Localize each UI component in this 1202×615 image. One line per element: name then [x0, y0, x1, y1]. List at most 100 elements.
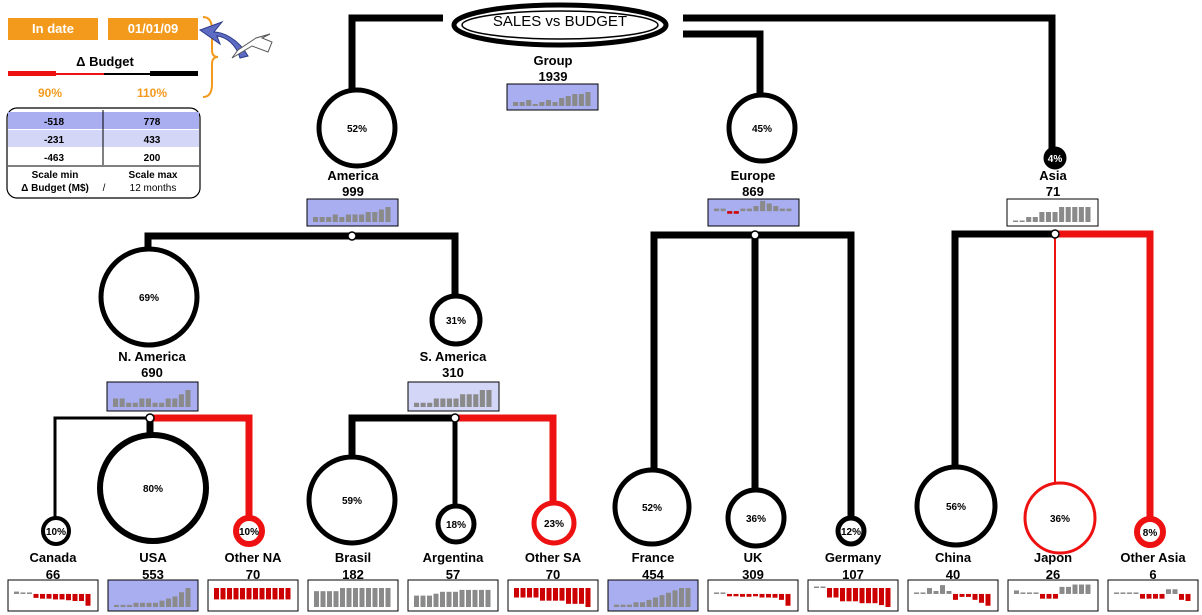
connector-samerica-othersa — [455, 414, 557, 505]
other-asia-share-circle — [1134, 516, 1166, 548]
sparkline-bar — [359, 588, 365, 607]
connector-america-namerica — [144, 232, 352, 247]
other-sa-sparkline — [507, 579, 599, 612]
scale-min-caption: Scale min — [31, 170, 79, 181]
scale-table — [6, 107, 201, 199]
sparkline-bar — [365, 212, 371, 222]
canada-share-circle — [41, 516, 71, 546]
pointing-hand-icon[interactable] — [231, 33, 273, 59]
germany-sparkline — [807, 579, 899, 612]
sparkline-bar — [814, 586, 819, 588]
germany-name: Germany — [825, 550, 882, 565]
sparkline-bar — [46, 593, 52, 599]
n-america-share-circle — [98, 246, 200, 348]
sparkline-bar — [59, 593, 65, 600]
sparkline-bar — [185, 390, 191, 407]
sparkline-bar — [759, 593, 765, 598]
sparkline-bar — [279, 588, 284, 600]
sparkline-bar — [440, 398, 446, 407]
connector-namerica-othernа — [150, 414, 253, 518]
sparkline-bar — [566, 588, 571, 604]
asia-sparkline — [1006, 198, 1099, 227]
sparkline-bar — [1185, 593, 1191, 602]
sparkline-bar — [914, 592, 919, 594]
junction-dot — [347, 231, 357, 241]
scale-min-subcaption: Δ Budget (M$) — [21, 183, 89, 194]
sparkline-bar — [139, 398, 145, 407]
scale-max-value: 778 — [144, 117, 161, 128]
sparkline-bar — [446, 398, 452, 407]
sparkline-bar — [840, 588, 845, 602]
sparkline-bar — [1146, 593, 1152, 599]
s-america-value: 310 — [442, 365, 464, 380]
sparkline-bar — [585, 588, 591, 607]
in-date-label: In date — [8, 18, 98, 40]
sparkline-bar — [714, 208, 720, 212]
brasil-share-pct: 59% — [342, 496, 362, 507]
diagram-title: SALES vs BUDGET — [492, 13, 628, 30]
america-name: America — [327, 168, 379, 183]
sparkline-bar — [345, 214, 351, 222]
sparkline-bar — [1066, 586, 1071, 594]
sparkline-bar — [459, 589, 465, 607]
sparkline-bar — [552, 102, 558, 106]
scale-max-subcaption: 12 months — [129, 183, 177, 194]
sparkline-bar — [646, 599, 652, 607]
sparkline-bar — [246, 588, 252, 600]
sparkline-bar — [385, 207, 391, 222]
date-field[interactable]: 01/01/09 — [108, 18, 198, 40]
junction-dot — [145, 413, 155, 423]
sparkline-bar — [165, 398, 171, 407]
argentina-name: Argentina — [423, 550, 484, 565]
legend-scale-black-thin — [104, 73, 150, 75]
sparkline-bar — [1039, 212, 1045, 222]
sparkline-bar — [172, 398, 178, 407]
sparkline-bar — [666, 592, 671, 607]
canada-share-pct: 10% — [46, 527, 66, 538]
sparkline-bar — [1046, 593, 1052, 599]
sparkline-bar — [545, 100, 551, 106]
sparkline-bar — [120, 604, 126, 607]
other-sa-share-pct: 23% — [544, 519, 564, 530]
other-asia-sparkline — [1107, 579, 1199, 612]
sparkline-bar — [66, 593, 71, 601]
france-name: France — [632, 550, 675, 565]
sparkline-bar — [72, 593, 78, 602]
sparkline-bar — [479, 390, 485, 407]
sparkline-bar — [479, 589, 484, 607]
sparkline-bar — [385, 588, 391, 607]
sparkline-bar — [1140, 593, 1145, 599]
sparkline-bar — [1053, 593, 1058, 599]
sparkline-bar — [420, 595, 426, 607]
sparkline-bar — [620, 604, 626, 607]
sparkline-bar — [378, 209, 384, 222]
sparkline-bar — [172, 596, 178, 607]
sparkline-bar — [1078, 207, 1084, 222]
japon-value: 26 — [1046, 567, 1060, 582]
sparkline-bar — [1020, 592, 1026, 594]
sparkline-bar — [685, 588, 691, 607]
sparkline-bar — [533, 588, 539, 598]
sparkline-bar — [145, 398, 151, 407]
sparkline-frame — [707, 198, 800, 227]
curved-arrow-icon[interactable] — [198, 20, 249, 59]
connector-asia-otherasia — [1055, 230, 1154, 520]
scale-min-value: -231 — [44, 135, 64, 146]
sparkline-bar — [953, 593, 958, 600]
other-na-share-pct: 10% — [239, 527, 259, 538]
uk-share-circle — [725, 487, 787, 549]
sparkline-bar — [779, 593, 784, 600]
sparkline-bar — [786, 208, 792, 212]
france-sparkline — [607, 579, 699, 612]
europe-value: 869 — [742, 184, 764, 199]
sparkline-bar — [614, 604, 619, 607]
sparkline-bar — [1079, 584, 1084, 594]
sparkline-bar — [20, 592, 26, 594]
connector-asia-china — [951, 230, 1055, 466]
canada-name: Canada — [30, 550, 78, 565]
sparkline-bar — [966, 593, 971, 597]
sparkline-bar — [152, 402, 158, 407]
europe-share-pct: 45% — [752, 124, 772, 135]
europe-sparkline — [707, 198, 800, 227]
n-america-share-pct: 69% — [139, 293, 159, 304]
